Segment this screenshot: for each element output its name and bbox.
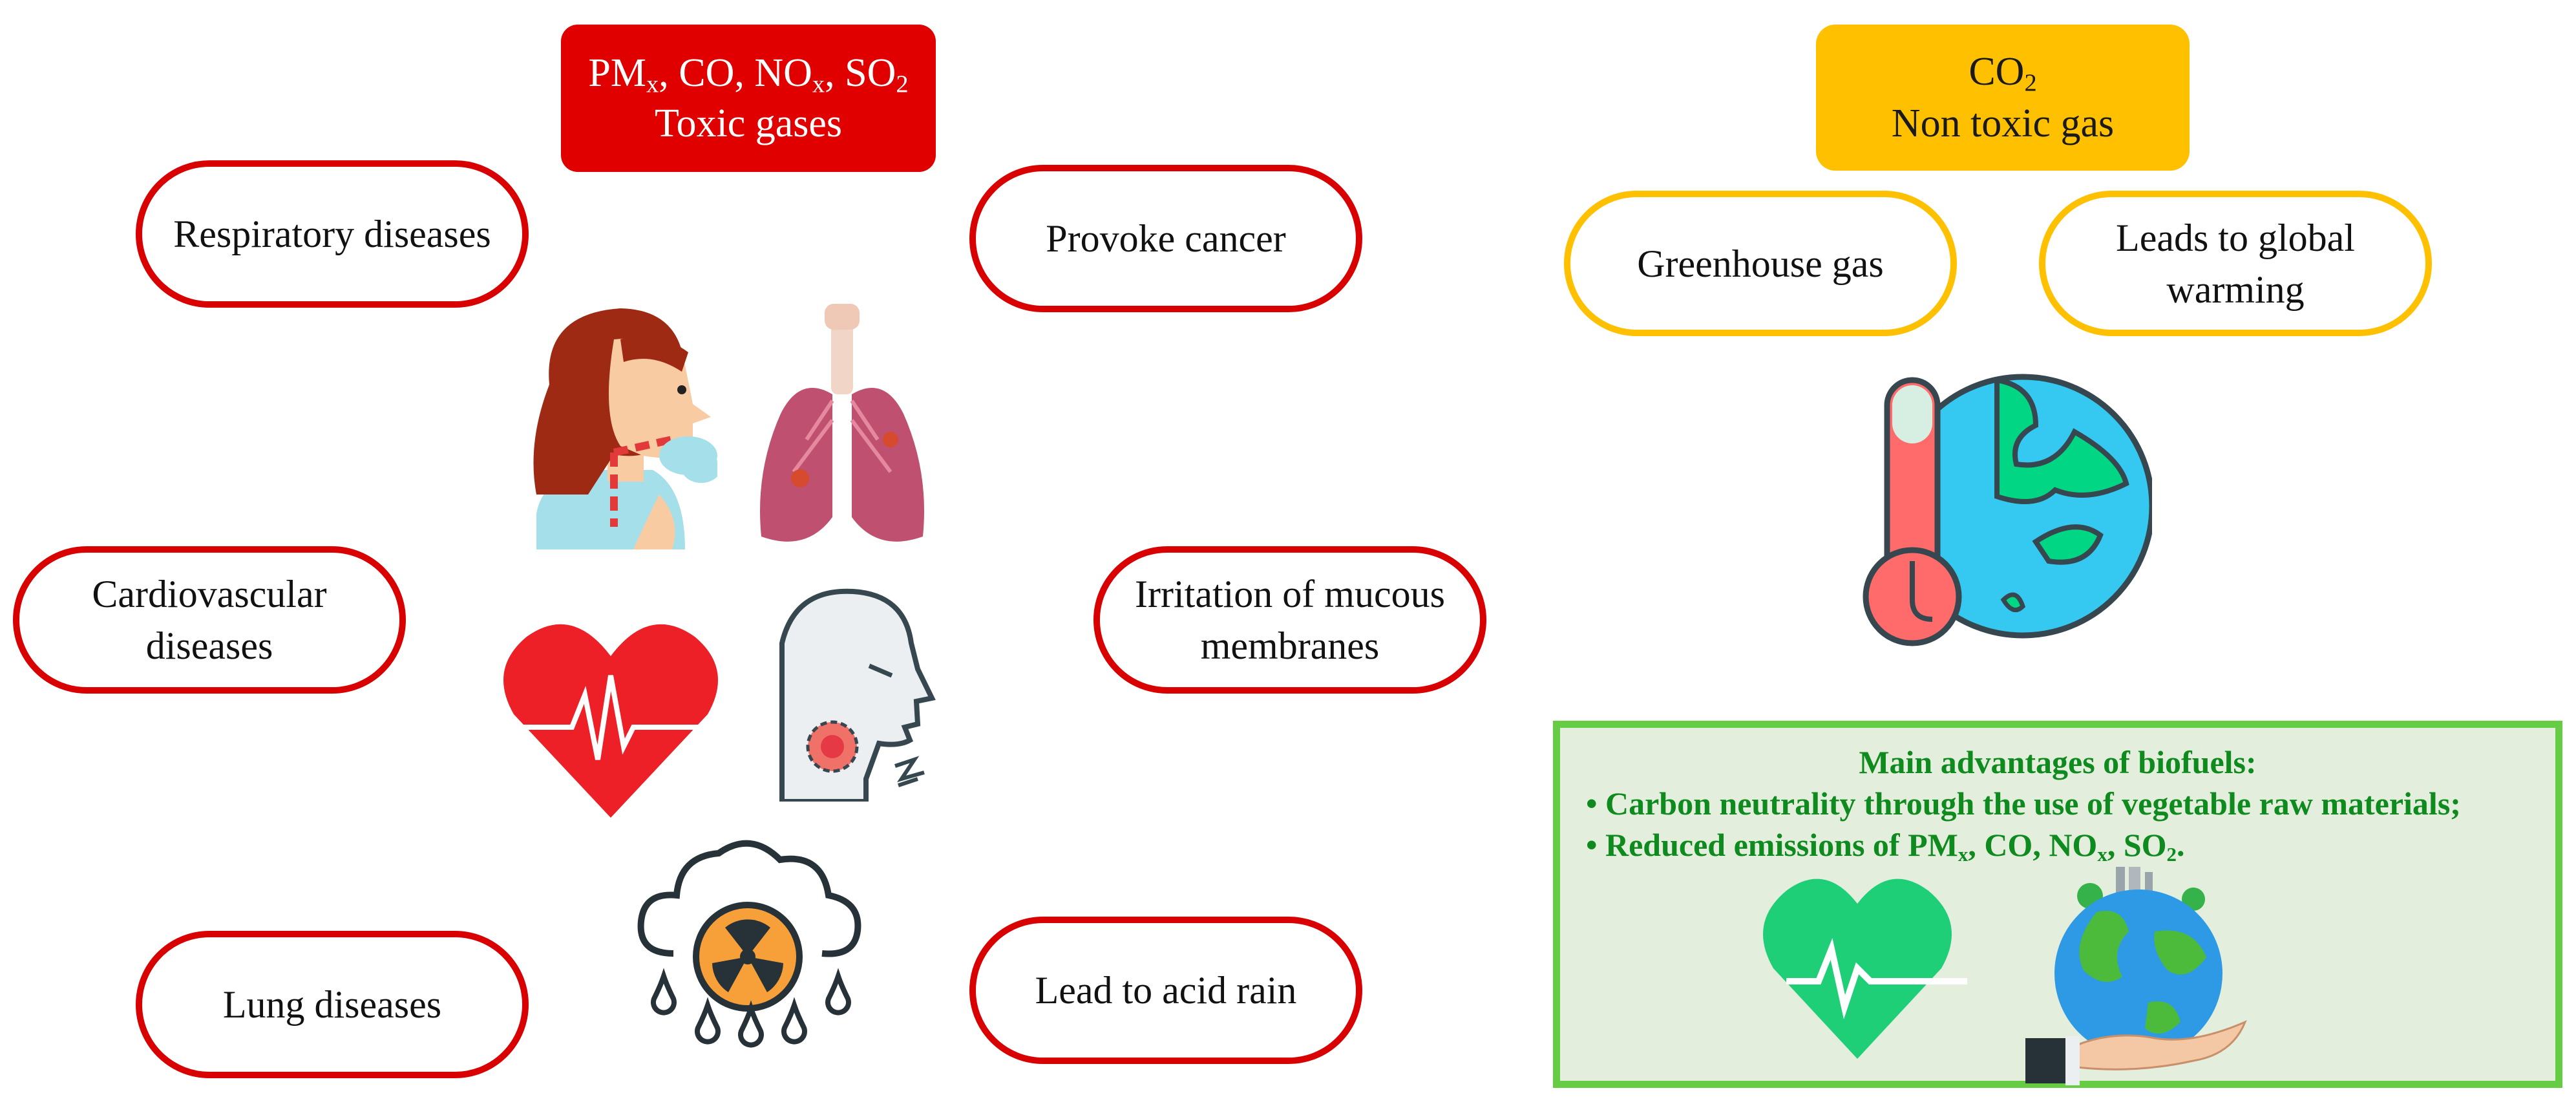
throat-head-icon: [779, 588, 936, 802]
effect-cardiovascular-diseases: Cardiovascular diseases: [13, 546, 406, 694]
toxic-gases-formula: PMx, CO, NOx, SO2: [588, 51, 909, 98]
lungs-icon: [760, 304, 924, 542]
effect-greenhouse-gas: Greenhouse gas: [1564, 191, 1957, 336]
woman-breathing-icon: [533, 308, 717, 549]
advantages-title: Main advantages of biofuels:: [1859, 744, 2257, 780]
co2-label: Non toxic gas: [1891, 101, 2115, 145]
green-heart-icon: [1763, 878, 1967, 1059]
advantage-carbon-neutrality: • Carbon neutrality through the use of v…: [1586, 785, 2461, 822]
toxic-gases-header: PMx, CO, NOx, SO2 Toxic gases: [561, 25, 936, 172]
co2-header: CO2 Non toxic gas: [1816, 25, 2190, 171]
effect-global-warming: Leads to global warming: [2039, 191, 2432, 336]
effect-provoke-cancer: Provoke cancer: [969, 165, 1362, 312]
toxic-gases-label: Toxic gases: [654, 101, 843, 145]
hand-earth-icon: [2025, 867, 2247, 1085]
effect-lung-diseases: Lung diseases: [136, 931, 529, 1078]
thermometer-earth-icon: [1863, 374, 2152, 646]
heart-pulse-icon: [503, 624, 718, 818]
biofuel-advantages-panel: Main advantages of biofuels: • Carbon ne…: [1553, 721, 2562, 1088]
co2-formula: CO2: [1969, 50, 2037, 97]
effect-acid-rain: Lead to acid rain: [969, 917, 1362, 1064]
radioactive-cloud-icon: [637, 840, 861, 1048]
effect-irritation-mucous: Irritation of mucous membranes: [1093, 546, 1486, 694]
advantage-reduced-emissions: • Reduced emissions of PMx, CO, NOx, SO2…: [1586, 827, 2185, 866]
effect-respiratory-diseases: Respiratory diseases: [136, 160, 529, 308]
